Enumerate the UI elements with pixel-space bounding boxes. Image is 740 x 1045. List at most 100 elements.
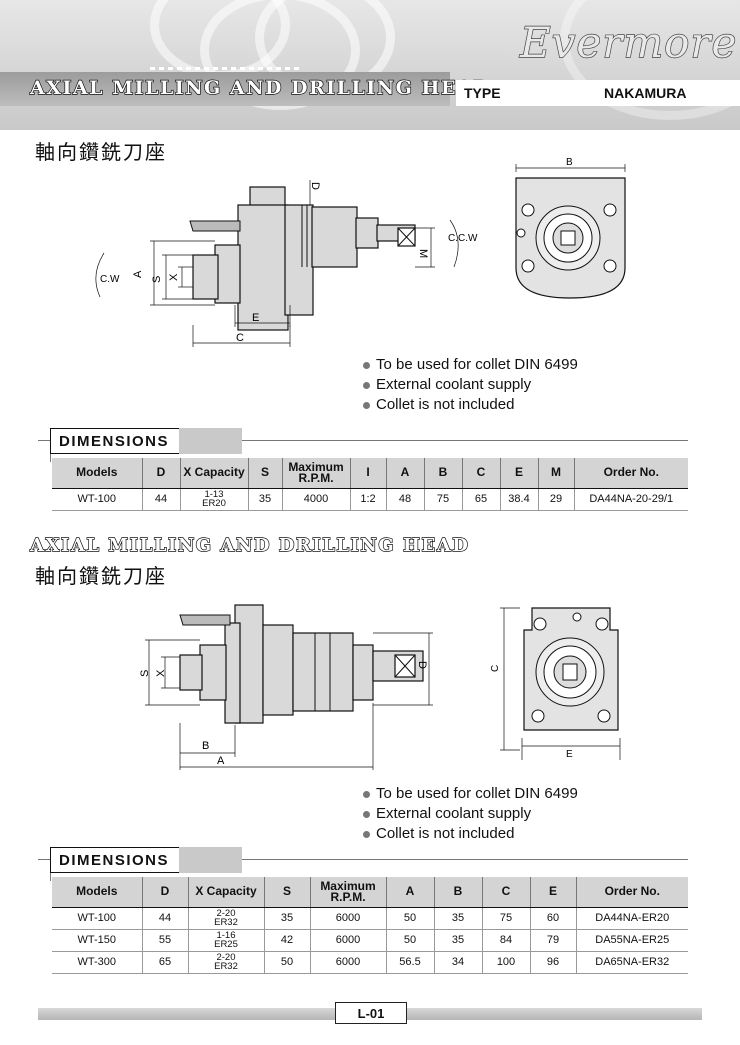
cell-d: 44 xyxy=(141,907,188,930)
dim-label-a: A xyxy=(132,270,144,278)
col-e: E xyxy=(499,458,538,489)
label-cw: C.W xyxy=(100,274,120,285)
section1-subtitle: 軸向鑽銑刀座 xyxy=(35,140,167,164)
header-title: AXIAL MILLING AND DRILLING HEAD xyxy=(29,76,492,99)
col-models: Models xyxy=(52,877,142,908)
bullet-item: To be used for collet DIN 6499 xyxy=(363,355,578,375)
cell-b: 75 xyxy=(423,488,462,511)
col-c: C xyxy=(481,877,530,908)
bullet-item: External coolant supply xyxy=(363,375,578,395)
cell-order-no: DA55NA-ER25 xyxy=(575,929,688,952)
cell-rpm: 6000 xyxy=(309,951,386,974)
col-b: B xyxy=(433,877,482,908)
col-order-no: Order No. xyxy=(575,877,688,908)
dim-label-b: B xyxy=(202,740,209,752)
section2-dimensions-header: DIMENSIONS xyxy=(38,847,688,881)
bullet-item: Collet is not included xyxy=(363,824,578,844)
dim-label-d: D xyxy=(309,182,321,190)
bullet-item: Collet is not included xyxy=(363,395,578,415)
col-s: S xyxy=(247,458,282,489)
section2-front-drawing: C E xyxy=(490,607,621,760)
dim-label-x: X xyxy=(155,669,167,677)
header-band xyxy=(0,72,450,106)
cell-d: 65 xyxy=(141,951,188,974)
type-value: NAKAMURA xyxy=(604,85,687,101)
section2-side-drawing: S X D B A xyxy=(139,604,433,770)
section2-title: AXIAL MILLING AND DRILLING HEAD xyxy=(29,534,470,556)
cell-a: 48 xyxy=(385,488,424,511)
dim-label-x: X xyxy=(168,273,180,281)
type-box: TYPE NAKAMURA xyxy=(456,80,740,106)
col-s: S xyxy=(263,877,310,908)
cell-order-no: DA65NA-ER32 xyxy=(575,951,688,974)
cell-s: 35 xyxy=(263,907,310,930)
section1-bullets: To be used for collet DIN 6499 External … xyxy=(363,355,578,415)
section1-front-drawing: B xyxy=(515,157,626,299)
dim-label-e: E xyxy=(566,749,573,760)
cell-b: 35 xyxy=(433,907,482,930)
cell-d: 55 xyxy=(141,929,188,952)
cell-e: 60 xyxy=(529,907,576,930)
cell-d: 44 xyxy=(141,488,180,511)
cell-model: WT-150 xyxy=(52,929,142,952)
cell-a: 50 xyxy=(385,907,434,930)
dim-label-m: M xyxy=(417,249,429,258)
cell-s: 42 xyxy=(263,929,310,952)
dim-label-b: B xyxy=(566,157,573,168)
cell-b: 34 xyxy=(433,951,482,974)
cell-m: 29 xyxy=(537,488,574,511)
section1-dimensions-header: DIMENSIONS xyxy=(38,428,688,462)
cell-model: WT-100 xyxy=(52,488,142,511)
dimensions-label: DIMENSIONS xyxy=(50,428,180,454)
cell-rpm: 6000 xyxy=(309,907,386,930)
dim-label-s: S xyxy=(139,670,151,677)
cell-s: 35 xyxy=(247,488,282,511)
cell-e: 38.4 xyxy=(499,488,538,511)
cell-order-no: DA44NA-20-29/1 xyxy=(573,488,688,511)
bullet-item: External coolant supply xyxy=(363,804,578,824)
cell-order-no: DA44NA-ER20 xyxy=(575,907,688,930)
col-d: D xyxy=(141,458,180,489)
dim-label-c: C xyxy=(236,332,244,344)
cell-s: 50 xyxy=(263,951,310,974)
table-header-row: Models D X Capacity S Maximum R.P.M. A B… xyxy=(52,877,688,908)
section2-subtitle: 軸向鑽銑刀座 xyxy=(35,564,167,588)
cell-i: 1:2 xyxy=(349,488,386,511)
col-rpm: Maximum R.P.M. xyxy=(309,877,386,908)
dimensions-label: DIMENSIONS xyxy=(50,847,180,873)
dim-label-s: S xyxy=(151,276,163,283)
cell-rpm: 4000 xyxy=(281,488,350,511)
label-ccw: C.C.W xyxy=(448,233,478,244)
type-label: TYPE xyxy=(464,85,501,101)
cell-a: 50 xyxy=(385,929,434,952)
col-models: Models xyxy=(52,458,142,489)
col-m: M xyxy=(537,458,574,489)
col-rpm: Maximum R.P.M. xyxy=(281,458,350,489)
cell-b: 35 xyxy=(433,929,482,952)
cell-c: 65 xyxy=(461,488,500,511)
col-x-capacity: X Capacity xyxy=(179,458,248,489)
col-x-capacity: X Capacity xyxy=(187,877,264,908)
dim-label-c: C xyxy=(490,665,501,672)
col-order-no: Order No. xyxy=(573,458,688,489)
section1-side-drawing: A S X D E C M C.W C.C.W xyxy=(95,180,478,347)
brand-logo: Evermore xyxy=(519,17,738,67)
cell-a: 56.5 xyxy=(385,951,434,974)
table-header-row: Models D X Capacity S Maximum R.P.M. I A… xyxy=(52,458,688,489)
col-i: I xyxy=(349,458,386,489)
cell-c: 100 xyxy=(481,951,530,974)
cell-c: 84 xyxy=(481,929,530,952)
col-b: B xyxy=(423,458,462,489)
col-a: A xyxy=(385,458,424,489)
col-c: C xyxy=(461,458,500,489)
col-e: E xyxy=(529,877,576,908)
dim-label-a: A xyxy=(217,755,225,767)
section2-dimensions-table: Models D X Capacity S Maximum R.P.M. A B… xyxy=(52,877,688,974)
col-d: D xyxy=(141,877,188,908)
